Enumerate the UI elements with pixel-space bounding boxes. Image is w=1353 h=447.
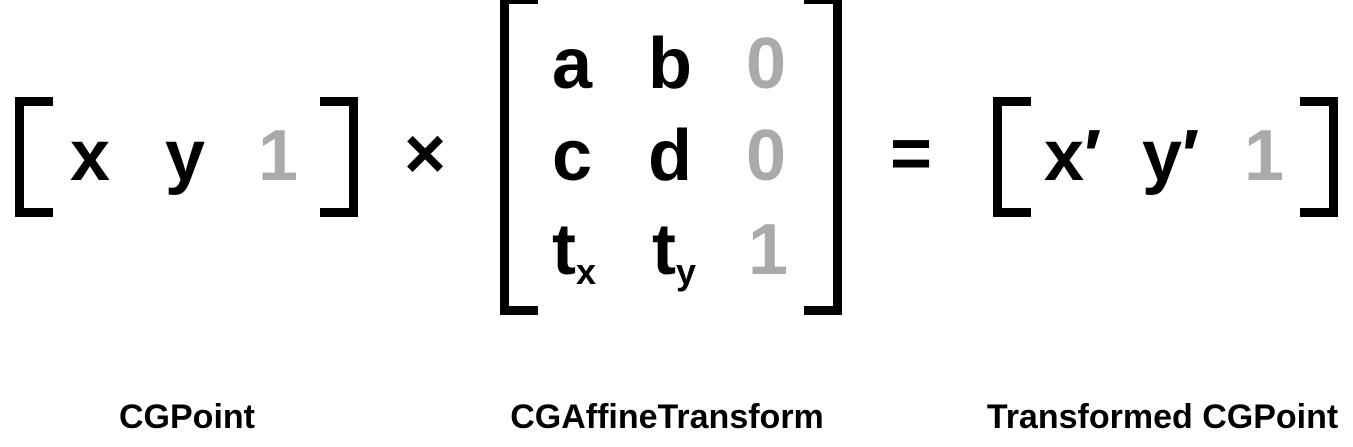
result-x: x′ <box>1044 116 1102 196</box>
matrix-c: c <box>552 116 593 196</box>
label-cgpoint: CGPoint <box>119 398 255 436</box>
matrix-one: 1 <box>748 210 789 290</box>
matrix-ty: ty <box>652 214 696 290</box>
matrix-zero-1: 0 <box>746 24 787 104</box>
matrix-left-bracket <box>500 0 538 315</box>
matrix-ty-base: t <box>652 210 676 290</box>
matrix-d: d <box>648 116 692 196</box>
result-right-bracket <box>1300 97 1338 217</box>
result-y: y′ <box>1142 116 1200 196</box>
label-cgaffinetransform: CGAffineTransform <box>510 398 824 436</box>
label-transformed-cgpoint: Transformed CGPoint <box>986 398 1339 436</box>
matrix-tx-subscript: x <box>575 251 597 292</box>
matrix-tx-base: t <box>552 210 576 290</box>
matrix-tx: tx <box>552 214 596 290</box>
point-y: y <box>165 116 206 196</box>
point-right-bracket <box>320 97 358 217</box>
point-w: 1 <box>258 116 299 196</box>
matrix-b: b <box>648 24 692 104</box>
result-w: 1 <box>1244 116 1285 196</box>
matrix-right-bracket <box>804 0 842 315</box>
point-left-bracket <box>15 97 53 217</box>
matrix-ty-subscript: y <box>675 251 697 292</box>
point-x: x <box>70 116 111 196</box>
times-operator: × <box>404 114 447 194</box>
matrix-a: a <box>552 24 593 104</box>
result-left-bracket <box>993 97 1031 217</box>
matrix-zero-2: 0 <box>746 116 787 196</box>
equals-operator: = <box>890 114 933 194</box>
